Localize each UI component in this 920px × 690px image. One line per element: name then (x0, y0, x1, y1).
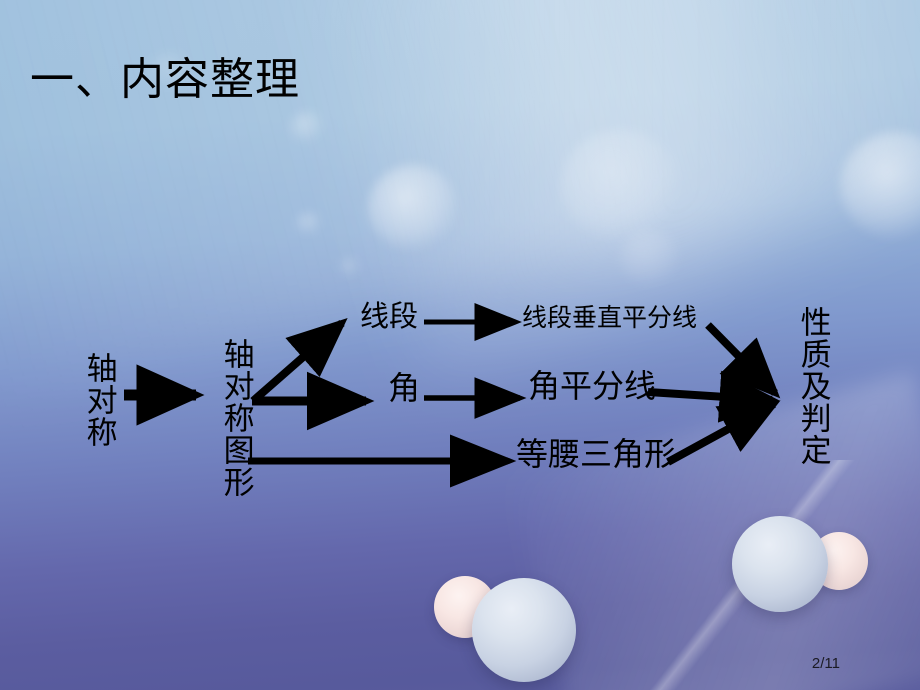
diagram-node-line-segment: 线段 (360, 299, 419, 333)
page-indicator: 2/11 (811, 655, 840, 672)
diagram-node-axially-symmetric-figure: 轴对称图形 (217, 338, 254, 498)
diagram-node-perpendicular-bisector: 线段垂直平分线 (522, 303, 698, 332)
decorative-sphere-white (472, 578, 576, 682)
slide-title: 一、内容整理 (30, 54, 300, 105)
diagram-node-angle: 角 (388, 369, 421, 407)
decorative-sphere-white (732, 516, 828, 612)
diagram-node-angle-bisector: 角平分线 (528, 367, 657, 405)
diagram-node-property-and-determination: 性质及判定 (794, 306, 831, 466)
diagram-node-isosceles-triangle: 等腰三角形 (516, 435, 677, 473)
diagram-node-axial-symmetry: 轴对称 (80, 352, 117, 448)
